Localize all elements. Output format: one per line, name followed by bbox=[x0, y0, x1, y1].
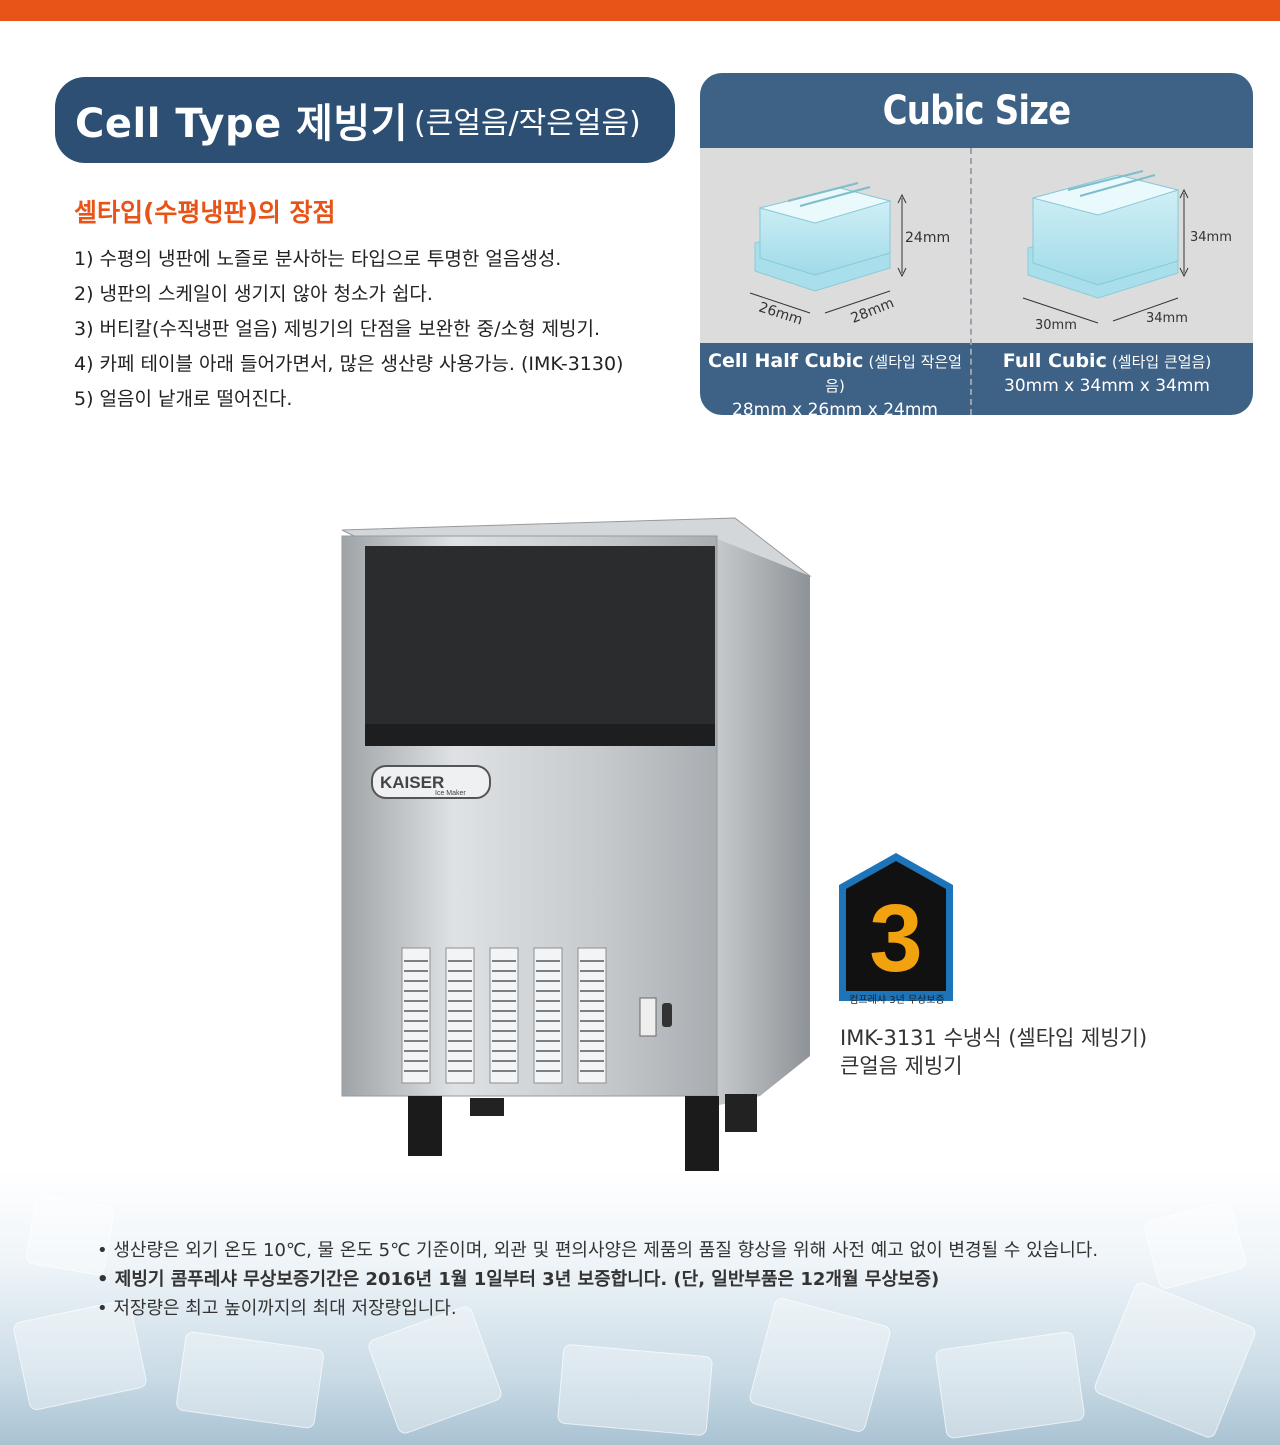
footnote: • 저장량은 최고 높이까지의 최대 저장량입니다. bbox=[97, 1298, 457, 1319]
list-item: 4) 카페 테이블 아래 들어가면서, 많은 생산량 사용가능. (IMK-31… bbox=[74, 353, 624, 375]
ice-background bbox=[0, 1170, 1280, 1445]
half-cubic-note: (셀타입 작은얼음) bbox=[825, 353, 962, 395]
title-sub: (큰얼음/작은얼음) bbox=[414, 106, 641, 141]
title-main: Cell Type 제빙기 bbox=[75, 101, 409, 147]
full-cube-icon bbox=[1022, 170, 1189, 324]
badge-caption: 컴프레샤 3년 무상보증 bbox=[849, 995, 945, 1006]
top-accent-bar bbox=[0, 0, 1280, 21]
cubic-title: Cubic Size bbox=[882, 87, 1071, 134]
page-title: Cell Type 제빙기 (큰얼음/작은얼음) bbox=[55, 77, 675, 163]
full-cubic-dims: 30mm x 34mm x 34mm bbox=[1004, 376, 1210, 396]
full-cubic-name: Full Cubic bbox=[1002, 350, 1107, 372]
cubic-size-panel: Cubic Size 24mm 26mm 28mm 34mm 30mm bbox=[700, 73, 1253, 415]
list-item: 2) 냉판의 스케일이 생기지 않아 청소가 쉽다. bbox=[74, 283, 433, 305]
badge-number: 3 bbox=[869, 885, 922, 992]
half-cubic-name: Cell Half Cubic bbox=[708, 350, 864, 372]
full-cubic-caption: Full Cubic (셀타입 큰얼음) 30mm x 34mm x 34mm bbox=[972, 349, 1242, 398]
half-cube-icon bbox=[749, 182, 907, 314]
cubic-divider bbox=[970, 148, 972, 415]
advantages-list: 1) 수평의 냉판에 노즐로 분사하는 타입으로 투명한 얼음생성. 2) 냉판… bbox=[74, 242, 623, 417]
half-cubic-dims: 28mm x 26mm x 24mm bbox=[732, 400, 938, 415]
advantages-heading: 셀타입(수평냉판)의 장점 bbox=[74, 198, 336, 227]
full-left-label: 30mm bbox=[1035, 318, 1077, 333]
footnotes: • 생산량은 외기 온도 10℃, 물 온도 5℃ 기준이며, 외관 및 편의사… bbox=[97, 1236, 1098, 1323]
product-model: IMK-3131 수냉식 (셀타입 제빙기) 큰얼음 제빙기 bbox=[840, 1024, 1147, 1080]
list-item: 5) 얼음이 낱개로 떨어진다. bbox=[74, 388, 293, 410]
list-item: 3) 버티칼(수직냉판 얼음) 제빙기의 단점을 보완한 중/소형 제빙기. bbox=[74, 318, 601, 340]
warranty-badge: 3 bbox=[839, 853, 953, 1001]
model-line-1: IMK-3131 수냉식 (셀타입 제빙기) bbox=[840, 1026, 1148, 1050]
brand-sub: Ice Maker bbox=[435, 790, 466, 797]
footnote: • 생산량은 외기 온도 10℃, 물 온도 5℃ 기준이며, 외관 및 편의사… bbox=[97, 1240, 1099, 1261]
model-line-2: 큰얼음 제빙기 bbox=[840, 1054, 963, 1078]
brand-logo: KAISER bbox=[380, 773, 444, 792]
footnote: • 제빙기 콤푸레샤 무상보증기간은 2016년 1월 1일부터 3년 보증합니… bbox=[97, 1269, 940, 1290]
full-right-label: 34mm bbox=[1146, 311, 1188, 326]
half-height-label: 24mm bbox=[905, 230, 951, 246]
full-cubic-note: (셀타입 큰얼음) bbox=[1111, 353, 1212, 371]
ice-machine-image: KAISER Ice Maker bbox=[341, 517, 812, 1171]
list-item: 1) 수평의 냉판에 노즐로 분사하는 타입으로 투명한 얼음생성. bbox=[74, 248, 562, 270]
full-height-label: 34mm bbox=[1190, 230, 1232, 245]
half-cubic-caption: Cell Half Cubic (셀타입 작은얼음) 28mm x 26mm x… bbox=[700, 349, 970, 415]
